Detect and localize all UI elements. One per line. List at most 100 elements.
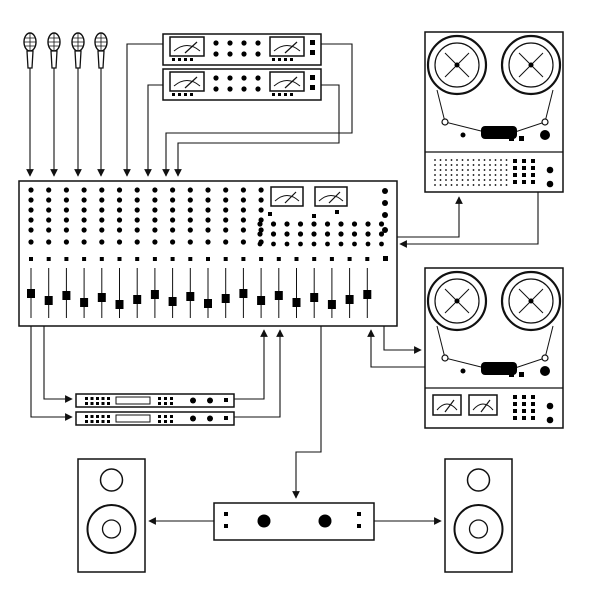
knob xyxy=(205,239,211,245)
speaker-grille-dot xyxy=(439,174,442,176)
knob xyxy=(223,217,229,223)
speaker-grille-dot xyxy=(494,179,497,181)
button xyxy=(96,415,99,418)
knob xyxy=(324,231,331,237)
speaker-grille-dot xyxy=(483,184,486,186)
console-to-fx1 xyxy=(43,326,73,403)
knob xyxy=(284,231,290,237)
button xyxy=(290,58,293,61)
button xyxy=(513,173,517,177)
knob xyxy=(297,231,304,237)
knob xyxy=(258,207,264,213)
woofer-inner xyxy=(468,519,489,539)
button xyxy=(107,420,110,423)
button xyxy=(513,402,517,406)
speaker-grille-dot xyxy=(439,184,442,186)
knob xyxy=(134,217,140,223)
knob xyxy=(382,200,388,206)
knob xyxy=(240,187,246,193)
knob xyxy=(223,187,229,193)
button xyxy=(522,173,526,177)
mic-handle xyxy=(97,50,105,69)
button xyxy=(170,415,173,418)
speaker-grille-dot xyxy=(461,179,464,181)
speaker-grille-dot xyxy=(494,169,497,171)
loudspeaker-left xyxy=(77,458,146,573)
fader-cap xyxy=(168,297,177,306)
knob xyxy=(297,221,304,227)
button xyxy=(272,58,275,61)
button xyxy=(522,166,526,170)
button xyxy=(164,420,167,423)
console-to-recorder1 xyxy=(397,196,463,238)
speaker-grille-dot xyxy=(439,179,442,181)
knob xyxy=(205,187,211,193)
knob xyxy=(99,239,105,245)
speaker-grille-dot xyxy=(489,174,491,176)
knob xyxy=(134,207,140,213)
indicator xyxy=(224,524,228,528)
vu-scale xyxy=(273,45,301,52)
button xyxy=(178,93,181,96)
vu-needle xyxy=(284,41,298,54)
signal-connections xyxy=(26,43,539,525)
button xyxy=(172,93,175,96)
button xyxy=(184,58,187,61)
mute-button xyxy=(46,257,51,261)
knob xyxy=(190,397,196,404)
fader-cap xyxy=(310,293,319,302)
knob xyxy=(170,207,176,213)
speaker-grille-dot xyxy=(505,179,508,181)
fader-cap xyxy=(221,294,230,303)
microphone-icon xyxy=(23,32,37,69)
mute-button xyxy=(99,257,104,261)
button xyxy=(513,159,517,163)
knob xyxy=(258,217,264,223)
mute-button xyxy=(170,257,175,261)
console-to-amp xyxy=(292,326,322,499)
tape-reel-icon xyxy=(426,34,488,96)
knob xyxy=(255,75,261,81)
mute-button xyxy=(294,257,299,261)
button xyxy=(290,93,293,96)
knob xyxy=(116,227,123,233)
knob xyxy=(63,239,69,245)
capstan xyxy=(540,130,550,140)
console-to-fx2 xyxy=(30,326,73,421)
pinch-roller xyxy=(460,132,466,138)
speaker-grille-dot xyxy=(478,179,480,181)
mic-grille xyxy=(24,33,36,51)
knob xyxy=(338,221,344,227)
speaker-grille-dot xyxy=(434,184,436,186)
knob xyxy=(81,207,87,213)
knob xyxy=(213,40,219,46)
knob xyxy=(81,187,87,193)
knob xyxy=(227,86,233,92)
speaker-grille-dot xyxy=(434,169,436,171)
knob xyxy=(255,51,261,57)
tape-head-block xyxy=(481,126,517,139)
button xyxy=(107,397,110,400)
knob xyxy=(241,75,247,81)
knob xyxy=(46,197,52,203)
knob xyxy=(190,415,196,422)
speaker-grille-dot xyxy=(439,164,442,166)
speaker-grille-dot xyxy=(500,184,502,186)
fader-cap xyxy=(257,296,266,305)
status-light xyxy=(519,372,524,377)
speaker-grille-dot xyxy=(467,164,469,166)
knob xyxy=(63,217,69,223)
button xyxy=(85,420,88,423)
fader-cap xyxy=(44,296,53,305)
knob xyxy=(205,197,211,203)
speaker-grille-dot xyxy=(483,164,486,166)
vu-scale xyxy=(318,195,344,202)
knob xyxy=(28,197,34,203)
speaker-grille-dot xyxy=(483,174,486,176)
knob xyxy=(28,217,34,223)
knob xyxy=(46,227,52,233)
speaker-grille-dot xyxy=(483,159,486,161)
vu-needle xyxy=(444,399,455,413)
switch xyxy=(224,398,228,402)
indicator xyxy=(357,524,361,528)
